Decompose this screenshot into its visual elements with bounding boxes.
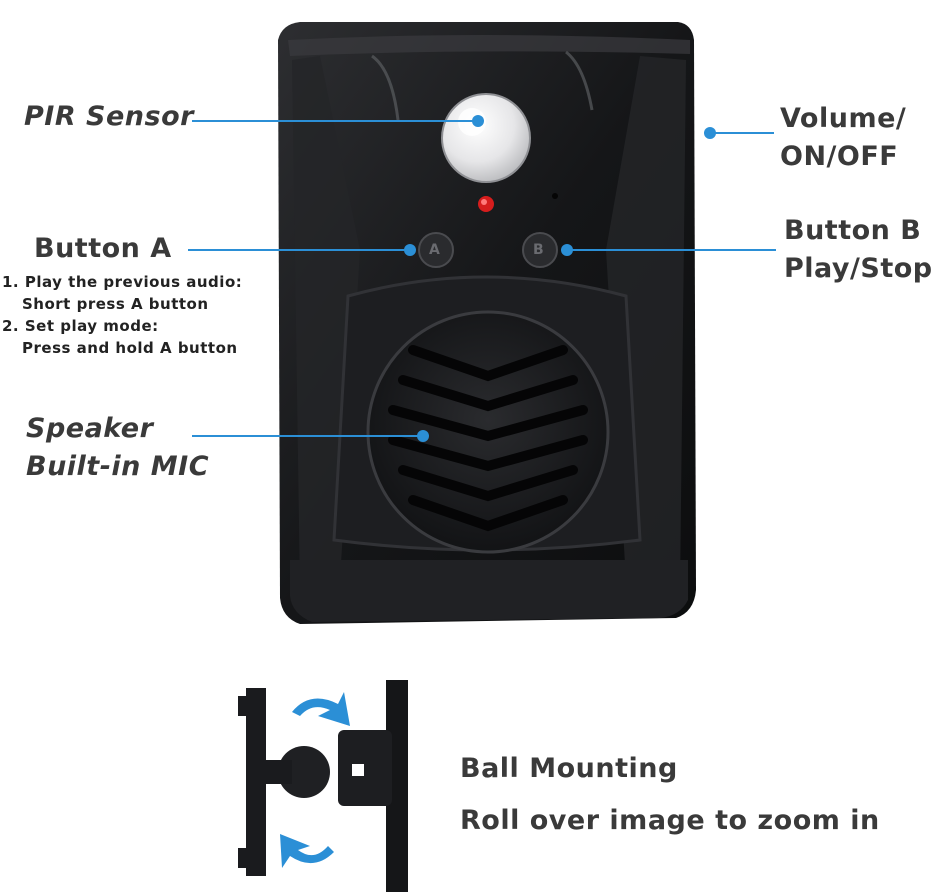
button-a-callout-dot bbox=[404, 244, 416, 256]
button-a-notes: 1. Play the previous audio: Short press … bbox=[2, 271, 242, 359]
ball-mounting-label: Ball Mounting bbox=[460, 753, 678, 784]
button-b-label-line2: Play/Stop bbox=[784, 253, 933, 284]
button-a-note-1: 1. Play the previous audio: bbox=[2, 273, 243, 291]
pir-lens bbox=[441, 93, 531, 183]
pir-callout-dot bbox=[472, 115, 484, 127]
speaker-callout-line bbox=[192, 435, 422, 437]
button-b bbox=[522, 232, 558, 268]
speaker-slot bbox=[408, 495, 568, 532]
speaker-label: Speaker Built-in MIC bbox=[26, 410, 209, 486]
volume-label-line1: Volume/ bbox=[780, 103, 907, 134]
speaker-slots bbox=[388, 345, 588, 532]
button-a-callout-line bbox=[188, 249, 412, 251]
pir-sensor-label: PIR Sensor bbox=[24, 101, 194, 132]
rotate-arrow-icon bbox=[280, 834, 334, 868]
button-a-note-1b: Short press A button bbox=[22, 295, 209, 313]
speaker-slot bbox=[388, 405, 588, 442]
button-b-glyph: B bbox=[533, 242, 545, 258]
button-a-glyph: A bbox=[429, 242, 441, 258]
speaker-slot bbox=[398, 465, 578, 502]
zoom-hint: Roll over image to zoom in bbox=[460, 805, 880, 836]
mic-hole bbox=[552, 193, 558, 199]
button-a-note-2b: Press and hold A button bbox=[22, 339, 238, 357]
button-a bbox=[418, 232, 454, 268]
button-b-label-line1: Button B bbox=[784, 215, 922, 246]
button-b-label: Button B Play/Stop bbox=[784, 212, 933, 288]
speaker-slot bbox=[398, 375, 578, 412]
button-a-note-2: 2. Set play mode: bbox=[2, 317, 159, 335]
button-a-title: Button A bbox=[34, 233, 172, 264]
pir-callout-line bbox=[192, 120, 478, 122]
volume-label-line2: ON/OFF bbox=[780, 141, 899, 172]
volume-label: Volume/ ON/OFF bbox=[780, 100, 906, 176]
ball-mount bbox=[238, 680, 408, 892]
speaker-slot bbox=[388, 435, 588, 472]
rotate-arrow-icon bbox=[292, 692, 350, 726]
speaker-label-line2: Built-in MIC bbox=[26, 451, 210, 482]
button-b-callout-dot bbox=[561, 244, 573, 256]
speaker-callout-dot bbox=[417, 430, 429, 442]
speaker-label-line1: Speaker bbox=[26, 413, 154, 444]
volume-callout-line bbox=[712, 132, 774, 134]
speaker-slot bbox=[408, 345, 568, 382]
volume-callout-dot bbox=[704, 127, 716, 139]
button-b-callout-line bbox=[566, 249, 776, 251]
